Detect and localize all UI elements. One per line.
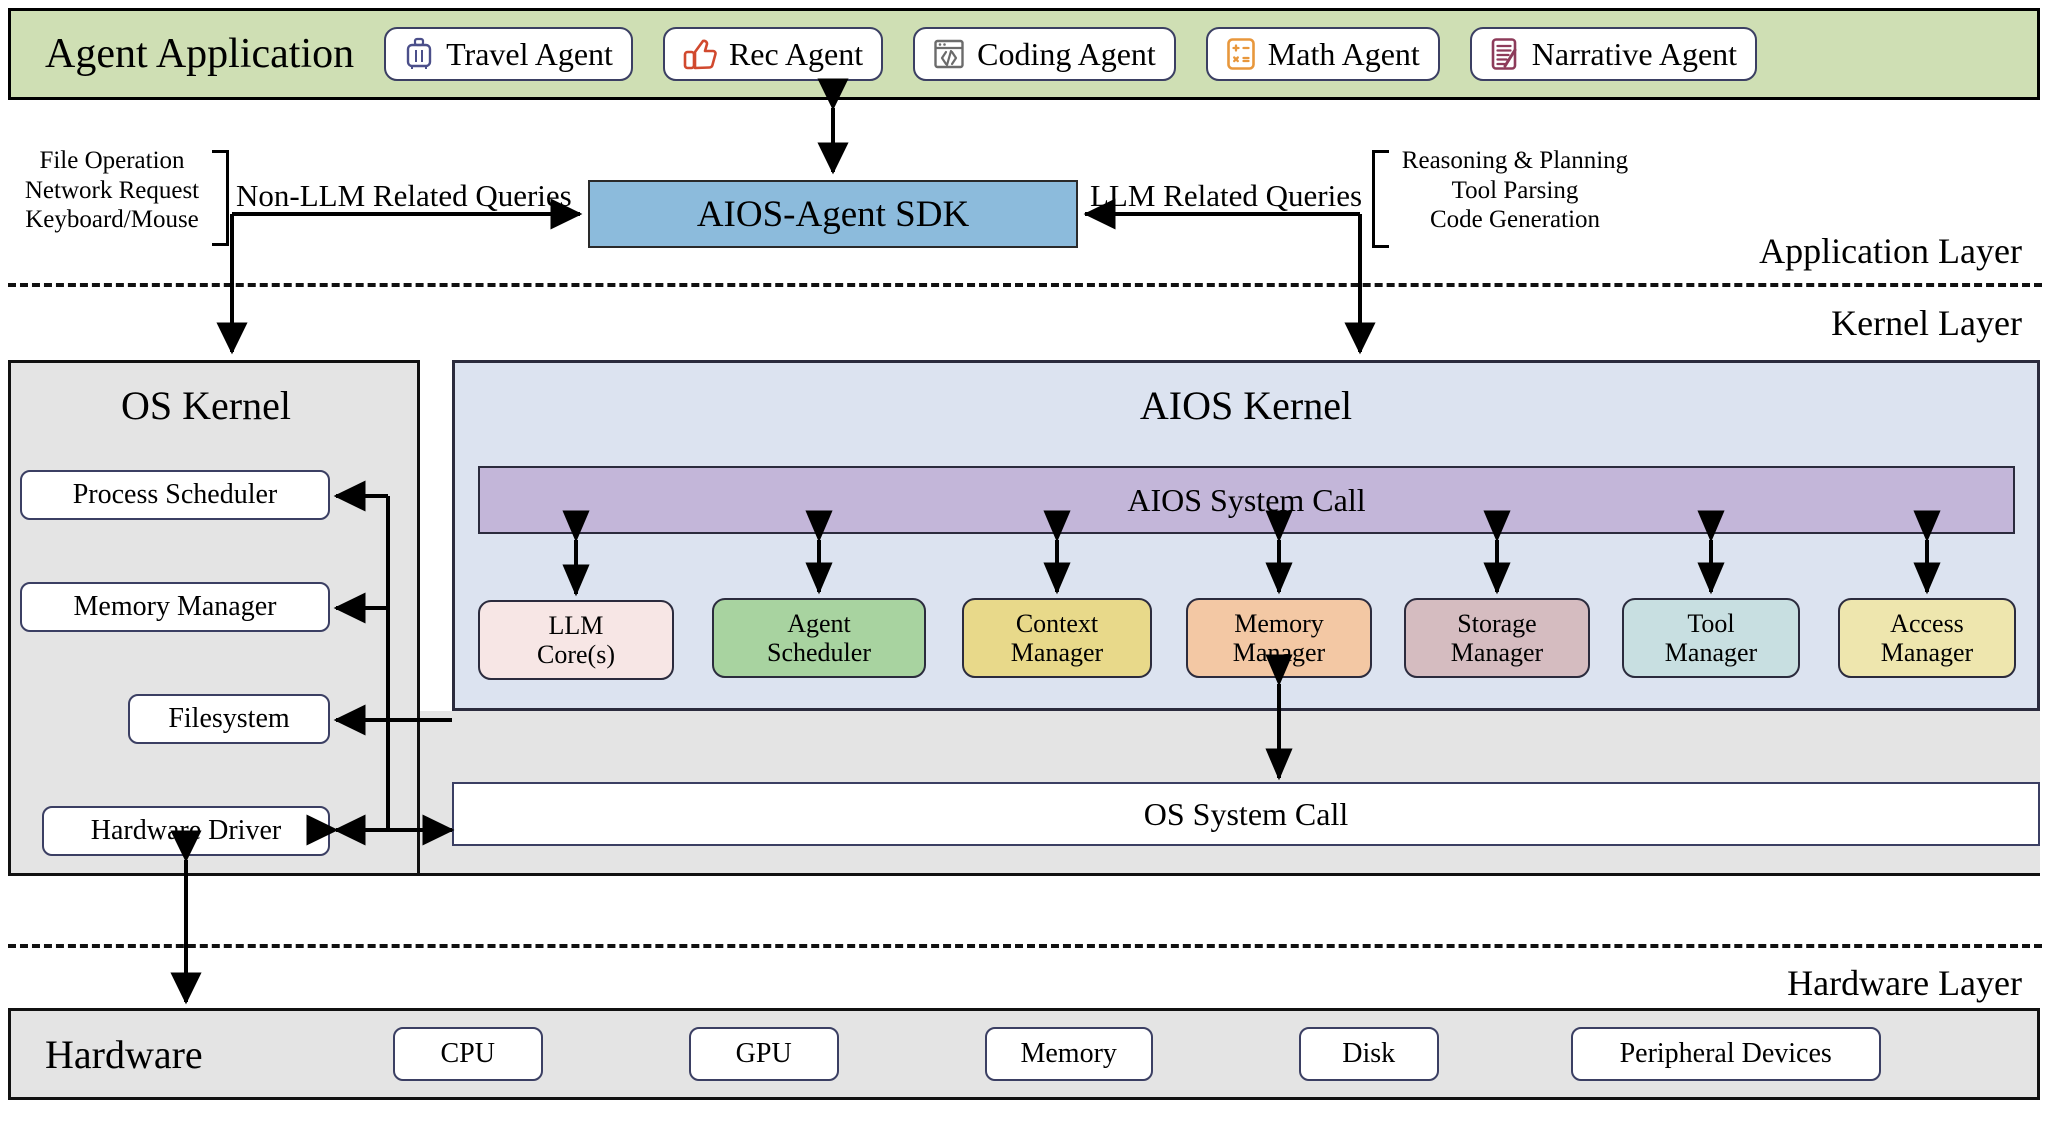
os-module-process-scheduler[interactable]: Process Scheduler	[20, 470, 330, 520]
aios-module-label-line2: Manager	[1010, 638, 1104, 667]
llm-related-queries-label: LLM Related Queries	[1090, 178, 1363, 213]
calculator-icon	[1226, 37, 1256, 71]
agent-chip-travel[interactable]: Travel Agent	[384, 27, 633, 81]
aios-module-label-line2: Core(s)	[537, 640, 615, 669]
llm-query-type-list: Reasoning & Planning Tool Parsing Code G…	[1390, 146, 1640, 235]
agent-application-band: Agent Application Travel Agent Rec Agent	[8, 8, 2040, 100]
os-module-filesystem[interactable]: Filesystem	[128, 694, 330, 744]
non-llm-query-type-list: File Operation Network Request Keyboard/…	[16, 146, 208, 235]
non-llm-related-queries-label: Non-LLM Related Queries	[236, 178, 572, 213]
aios-agent-sdk-box[interactable]: AIOS-Agent SDK	[588, 180, 1078, 248]
os-module-label: Hardware Driver	[90, 815, 282, 846]
os-system-call-label: OS System Call	[1143, 795, 1349, 832]
hardware-device-label: Peripheral Devices	[1619, 1038, 1832, 1069]
os-system-call-bar[interactable]: OS System Call	[452, 782, 2040, 846]
hardware-device-disk[interactable]: Disk	[1298, 1027, 1439, 1081]
aios-system-call-label: AIOS System Call	[1127, 481, 1366, 518]
hardware-band: Hardware CPU GPU Memory Disk Peripheral …	[8, 1008, 2040, 1100]
aios-system-call-bar[interactable]: AIOS System Call	[478, 466, 2015, 534]
hardware-device-peripheral[interactable]: Peripheral Devices	[1570, 1027, 1881, 1081]
hardware-device-label: GPU	[735, 1038, 792, 1069]
hardware-title: Hardware	[45, 1031, 203, 1077]
aios-module-label-line2: Manager	[1880, 638, 1974, 667]
aios-module-tool-manager[interactable]: Tool Manager	[1622, 598, 1800, 678]
hardware-device-cpu[interactable]: CPU	[392, 1027, 543, 1081]
agent-chip-label: Math Agent	[1267, 35, 1420, 72]
aios-module-label-line1: Context	[1015, 608, 1099, 638]
aios-module-label-line1: Memory	[1234, 608, 1324, 638]
suitcase-icon	[404, 37, 434, 71]
application-layer-caption: Application Layer	[1759, 231, 2022, 271]
os-module-memory-manager[interactable]: Memory Manager	[20, 582, 330, 632]
kernel-hardware-divider	[8, 944, 2042, 948]
aios-module-label-line1: Tool	[1687, 608, 1735, 638]
hardware-device-label: CPU	[440, 1038, 495, 1069]
llm-query-item: Reasoning & Planning	[1401, 147, 1629, 174]
os-module-label: Filesystem	[168, 703, 290, 734]
os-module-label: Process Scheduler	[72, 479, 278, 510]
aios-module-storage-manager[interactable]: Storage Manager	[1404, 598, 1590, 678]
document-pen-icon	[1490, 37, 1520, 71]
llm-query-item: Tool Parsing	[1451, 176, 1579, 204]
agent-chip-rec[interactable]: Rec Agent	[662, 27, 884, 81]
aios-module-label-line2: Manager	[1232, 638, 1326, 667]
agent-chip-label: Travel Agent	[446, 35, 613, 72]
hardware-device-label: Memory	[1020, 1038, 1117, 1069]
aios-module-label-line1: LLM	[548, 610, 604, 640]
thumbs-up-icon	[683, 38, 717, 70]
aios-module-label-line2: Scheduler	[767, 638, 871, 667]
aios-module-label-line2: Manager	[1664, 638, 1758, 667]
os-kernel-title: OS Kernel	[121, 383, 291, 428]
aios-module-label-line1: Access	[1890, 608, 1964, 638]
os-module-hardware-driver[interactable]: Hardware Driver	[42, 806, 330, 856]
llm-query-item: Code Generation	[1429, 206, 1601, 233]
hardware-device-gpu[interactable]: GPU	[688, 1027, 839, 1081]
aios-module-memory-manager[interactable]: Memory Manager	[1186, 598, 1372, 678]
kernel-layer-caption: Kernel Layer	[1831, 303, 2022, 343]
hardware-layer-caption: Hardware Layer	[1787, 963, 2022, 1003]
agent-chip-coding[interactable]: Coding Agent	[913, 27, 1176, 81]
code-window-icon	[933, 38, 965, 70]
aios-agent-sdk-label: AIOS-Agent SDK	[696, 193, 970, 235]
hardware-device-label: Disk	[1342, 1038, 1396, 1069]
aios-module-llm-core[interactable]: LLM Core(s)	[478, 600, 674, 680]
hardware-device-memory[interactable]: Memory	[984, 1027, 1153, 1081]
aios-module-label-line2: Manager	[1450, 638, 1544, 667]
agent-chip-label: Rec Agent	[728, 35, 864, 72]
agent-chip-math[interactable]: Math Agent	[1205, 27, 1440, 81]
agent-application-title: Agent Application	[45, 31, 355, 77]
aios-kernel-title: AIOS Kernel	[1139, 383, 1353, 428]
right-bracket-glyph	[1372, 150, 1389, 248]
aios-module-label-line1: Agent	[787, 608, 851, 638]
application-kernel-divider	[8, 283, 2042, 287]
non-llm-query-item: File Operation	[39, 147, 185, 174]
aios-module-context-manager[interactable]: Context Manager	[962, 598, 1152, 678]
os-module-label: Memory Manager	[73, 591, 277, 622]
left-bracket-glyph	[212, 150, 229, 246]
non-llm-query-item: Keyboard/Mouse	[25, 206, 199, 233]
aios-module-agent-scheduler[interactable]: Agent Scheduler	[712, 598, 926, 678]
agent-chip-narrative[interactable]: Narrative Agent	[1469, 27, 1758, 81]
aios-module-label-line1: Storage	[1457, 608, 1537, 638]
agent-chip-label: Narrative Agent	[1531, 35, 1738, 72]
aios-module-access-manager[interactable]: Access Manager	[1838, 598, 2016, 678]
agent-chip-label: Coding Agent	[977, 35, 1156, 72]
non-llm-query-item: Network Request	[24, 176, 200, 204]
